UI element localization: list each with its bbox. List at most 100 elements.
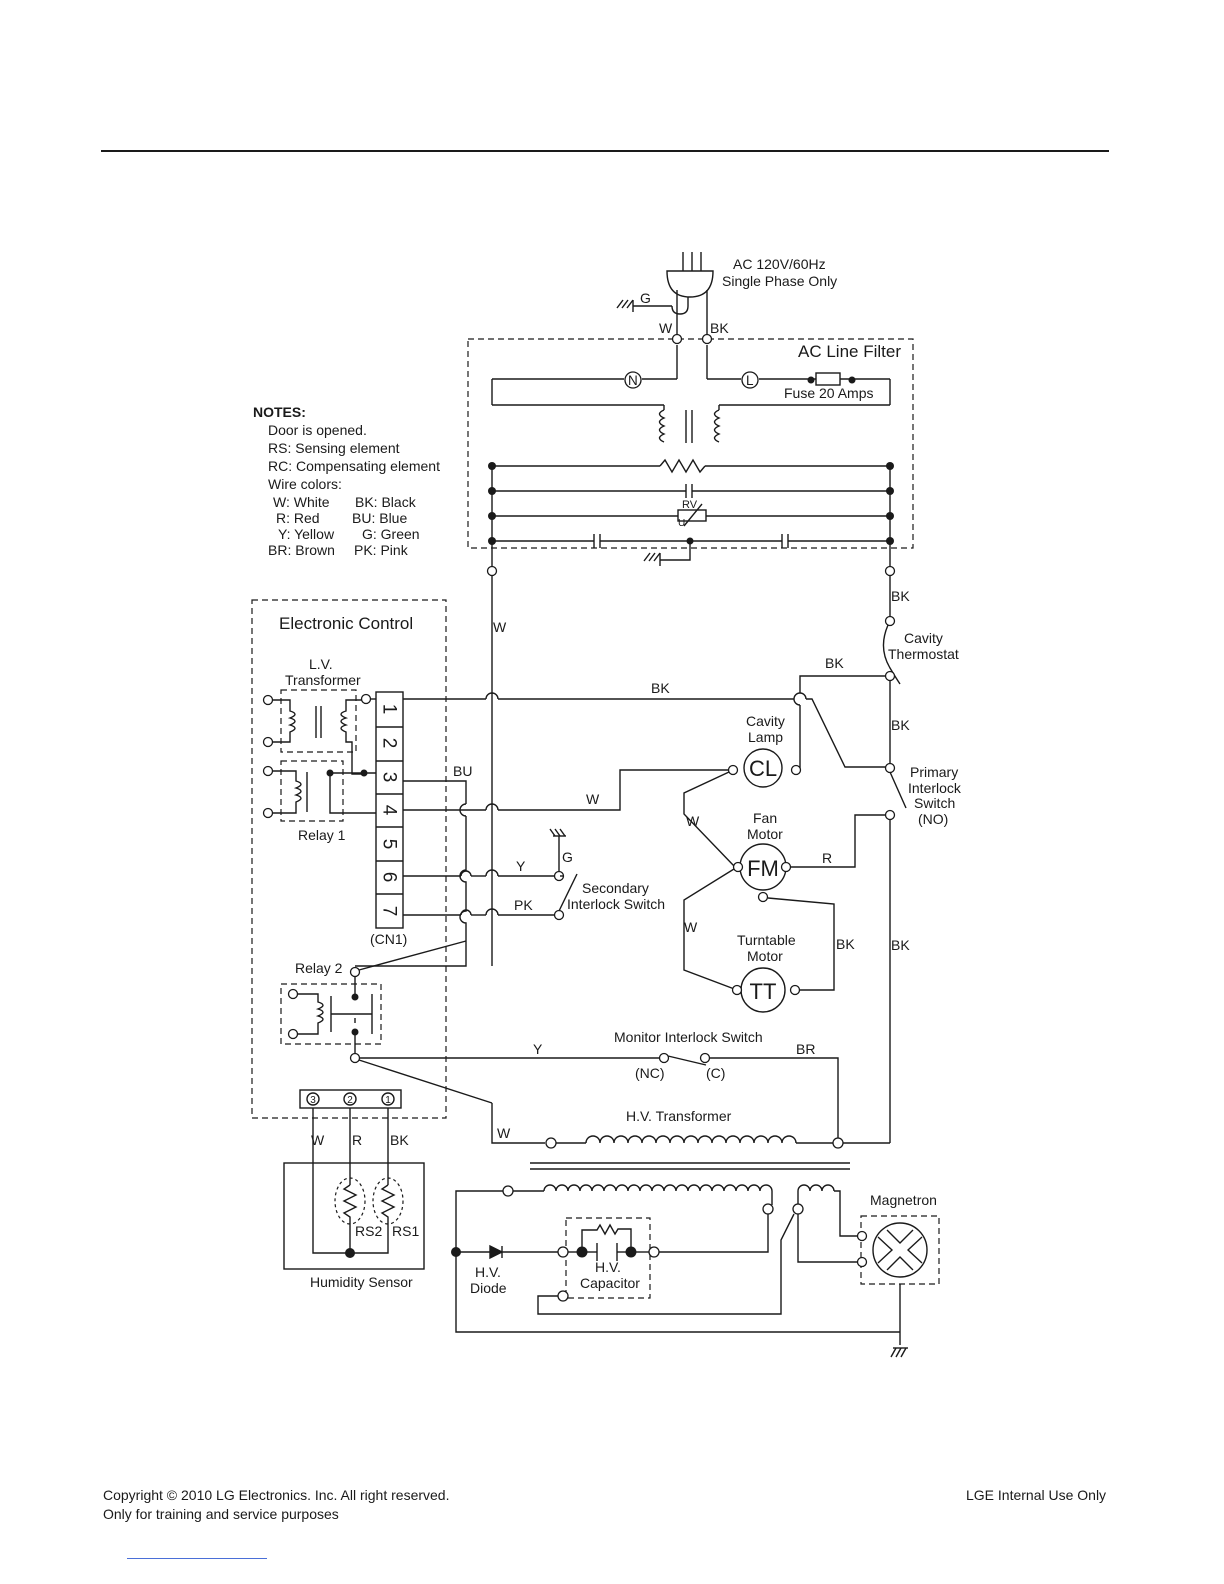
fan-symbol: FM: [747, 856, 779, 881]
wire-label-br-mon: BR: [796, 1041, 815, 1057]
filter-coil-left: [658, 409, 666, 443]
cn1-pin-6: 6: [379, 872, 400, 883]
sensor-pin-3: 3: [310, 1095, 316, 1106]
humidity-sensor-box: [283, 1162, 425, 1270]
humidity-sensor-label: Humidity Sensor: [310, 1274, 413, 1290]
notes-line: Door is opened.: [268, 422, 367, 438]
cn1-pin-4: 4: [379, 805, 400, 816]
relay2-label: Relay 2: [295, 960, 343, 976]
wire-label-y-mon: Y: [533, 1041, 543, 1057]
wire-label-w-hv: W: [497, 1125, 511, 1141]
cn1-pin-1: 1: [379, 704, 400, 715]
power-plug: [616, 252, 714, 339]
wire-label-bk-right3: BK: [891, 937, 910, 953]
line-label: L: [746, 373, 754, 388]
color-key: BK: Black: [355, 494, 417, 510]
monitor-nc-label: (NC): [635, 1065, 665, 1081]
ground-icon: [890, 1347, 908, 1358]
ground-icon: [549, 828, 566, 837]
cavity-lamp: [743, 748, 783, 788]
wire-label-bk-tt: BK: [836, 936, 855, 952]
notes-line: Wire colors:: [268, 476, 342, 492]
turntable-symbol: TT: [750, 979, 777, 1004]
fan-label-1: Fan: [753, 810, 777, 826]
ground-icon: [616, 299, 634, 312]
color-key: PK: Pink: [354, 542, 409, 558]
diode-label-2: Diode: [470, 1280, 507, 1296]
footer-copyright: Copyright © 2010 LG Electronics. Inc. Al…: [103, 1487, 450, 1503]
lamp-label-2: Lamp: [748, 729, 783, 745]
capacitor-label-2: Capacitor: [580, 1275, 640, 1291]
cn1-label: (CN1): [370, 931, 407, 947]
fuse-label: Fuse 20 Amps: [784, 385, 874, 401]
diode-label-1: H.V.: [475, 1264, 501, 1280]
primary-label-1: Primary: [910, 764, 958, 780]
neutral-terminal: [624, 371, 642, 389]
color-key: G: Green: [362, 526, 420, 542]
cavity-thermostat: [882, 615, 901, 685]
hv-primary-coil: [585, 1135, 797, 1144]
wire-label-bu: BU: [453, 763, 472, 779]
link-underline: [127, 1558, 267, 1559]
lv-transformer-label-2: Transformer: [285, 672, 361, 688]
color-key: R: Red: [276, 510, 320, 526]
wire-label-bk-right1: BK: [891, 588, 910, 604]
relay2-box: [280, 983, 382, 1045]
primary-label-3: Switch: [914, 795, 955, 811]
wire-label-r-fm: R: [822, 850, 832, 866]
wire-label-w-main: W: [493, 619, 507, 635]
ac-line-filter-box: [467, 338, 914, 549]
electronic-control-title: Electronic Control: [279, 614, 413, 633]
wire-label-w-fm1: W: [686, 813, 700, 829]
cn1-pin-5: 5: [379, 839, 400, 850]
notes-line: RS: Sensing element: [268, 440, 400, 456]
line-terminal: [741, 371, 759, 389]
footer-internal: LGE Internal Use Only: [966, 1487, 1107, 1503]
wire-label-g-sec: G: [562, 849, 573, 865]
secondary-switch-label-2: Interlock Switch: [567, 896, 665, 912]
header-rule: [101, 150, 1109, 152]
rs1-element: [372, 1177, 404, 1225]
lv-transformer-label-1: L.V.: [309, 656, 333, 672]
wire-label-bk-cn1: BK: [651, 680, 670, 696]
wire-label-w-cn4: W: [586, 791, 600, 807]
magnetron-icon: [872, 1222, 928, 1278]
wire-label-w-sens: W: [311, 1132, 325, 1148]
supply-label-1: AC 120V/60Hz: [733, 256, 826, 272]
wire-label-bk-right2: BK: [891, 717, 910, 733]
primary-interlock-switch: [884, 762, 907, 821]
hv-transformer-label: H.V. Transformer: [626, 1108, 732, 1124]
turntable-label-1: Turntable: [737, 932, 796, 948]
lamp-label-1: Cavity: [746, 713, 785, 729]
varistor-label-top: RV: [682, 499, 698, 511]
electronic-control-box: [251, 599, 447, 1119]
footer-purpose: Only for training and service purposes: [103, 1506, 339, 1522]
notes-heading: NOTES:: [253, 404, 306, 420]
wire-label-r-sens: R: [352, 1132, 362, 1148]
cn1-connector: 1 2 3 4 5 6 7: [375, 691, 404, 929]
fan-label-2: Motor: [747, 826, 783, 842]
wire-label-w-fm2: W: [684, 919, 698, 935]
rs2-label: RS2: [355, 1223, 382, 1239]
primary-label-2: Interlock: [908, 780, 962, 796]
monitor-c-label: (C): [706, 1065, 725, 1081]
monitor-switch-label: Monitor Interlock Switch: [614, 1029, 763, 1045]
wire-label-pk-cn7: PK: [514, 897, 533, 913]
wire-label-bk: BK: [710, 320, 729, 336]
wire-label-y-cn6: Y: [516, 858, 526, 874]
hv-capacitor-box: [565, 1217, 651, 1299]
hv-diode-icon: [489, 1244, 504, 1260]
bleeder-resistor-icon: [581, 1223, 632, 1252]
ground-icon: [643, 552, 661, 566]
notes-line: RC: Compensating element: [268, 458, 440, 474]
wire-label-w: W: [659, 320, 673, 336]
ac-line-filter-title: AC Line Filter: [798, 342, 901, 361]
filter-coil-right: [713, 409, 721, 443]
neutral-label: N: [628, 373, 638, 388]
secondary-interlock-switch: [549, 828, 578, 921]
relay1-box: [280, 760, 344, 822]
cn1-pin-7: 7: [379, 906, 400, 917]
color-key: BU: Blue: [352, 510, 407, 526]
color-key: W: White: [273, 494, 330, 510]
